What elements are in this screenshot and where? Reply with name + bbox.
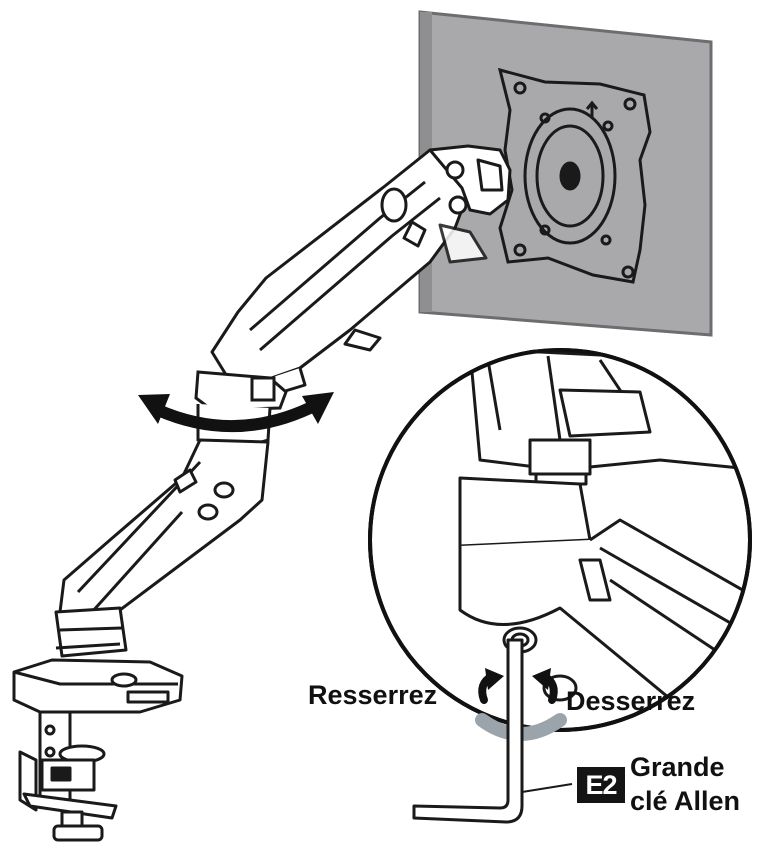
part-name-line1: Grande (630, 752, 725, 782)
tighten-label: Resserrez (308, 680, 438, 710)
allen-key (412, 638, 573, 824)
part-name-line2: clé Allen (630, 786, 741, 816)
detail-callout (368, 348, 752, 732)
up-arrow-icon (585, 100, 599, 118)
loosen-arrow-icon (532, 668, 558, 704)
loosen-label: Desserrez (566, 686, 696, 716)
swivel-arrow-icon (138, 392, 334, 433)
elbow-joint (194, 370, 288, 448)
upper-arm (210, 144, 512, 400)
desk-clamp (12, 606, 184, 842)
lower-arm (58, 438, 270, 632)
tighten-arrow-icon (478, 668, 504, 704)
part-code-badge: E2 (577, 767, 625, 803)
